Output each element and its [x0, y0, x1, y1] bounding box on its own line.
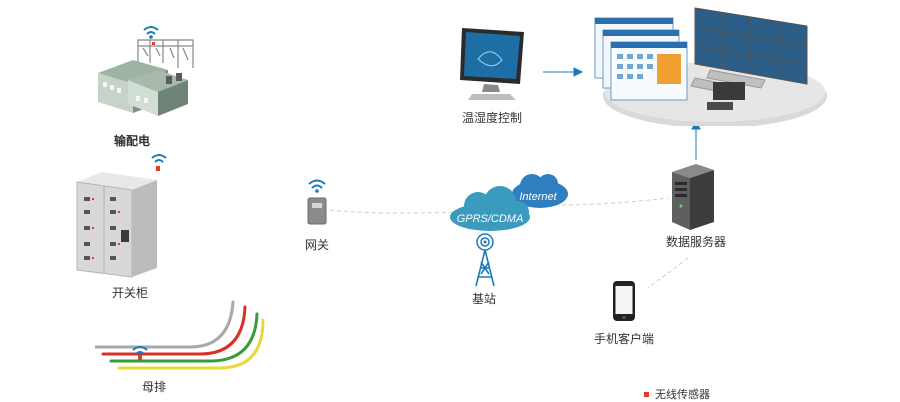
data-server-illustration	[666, 160, 716, 232]
wifi-icon	[151, 154, 167, 163]
substation-illustration	[88, 18, 208, 130]
wifi-icon	[132, 346, 148, 355]
cloud-gprs-text: GPRS/CDMA	[457, 213, 524, 225]
software-windows	[594, 17, 688, 101]
label-data-server: 数据服务器	[666, 235, 727, 249]
link-server-phone	[647, 257, 689, 289]
label-gateway: 网关	[305, 238, 330, 252]
cloud-internet-text: Internet	[519, 191, 557, 203]
switchgear-illustration	[72, 152, 167, 282]
mobile-phone-illustration	[612, 280, 636, 322]
label-busbar: 母排	[142, 380, 167, 394]
legend: 无线传感器	[644, 386, 710, 402]
busbar-illustration	[95, 292, 265, 374]
legend-label: 无线传感器	[655, 388, 710, 401]
legend-sensor-marker	[644, 391, 649, 397]
monitor-illustration	[458, 24, 530, 102]
wifi-icon	[308, 179, 326, 189]
link-cloud-server	[554, 197, 669, 206]
link-gateway-cloud	[329, 209, 456, 214]
gateway-device	[300, 178, 334, 226]
sensor-marker	[156, 166, 160, 171]
label-base-station: 基站	[472, 292, 497, 306]
label-mobile-client: 手机客户端	[594, 332, 655, 346]
wifi-icon	[143, 26, 159, 35]
label-temp-control: 温湿度控制	[462, 111, 523, 125]
network-clouds: Internet GPRS/CDMA	[450, 172, 575, 242]
control-room-illustration	[585, 6, 830, 126]
label-distribution: 输配电	[114, 134, 151, 148]
sensor-marker	[138, 355, 142, 360]
label-switchgear: 开关柜	[112, 286, 149, 300]
base-station-tower	[468, 232, 502, 287]
arrow-head-right	[573, 67, 584, 77]
